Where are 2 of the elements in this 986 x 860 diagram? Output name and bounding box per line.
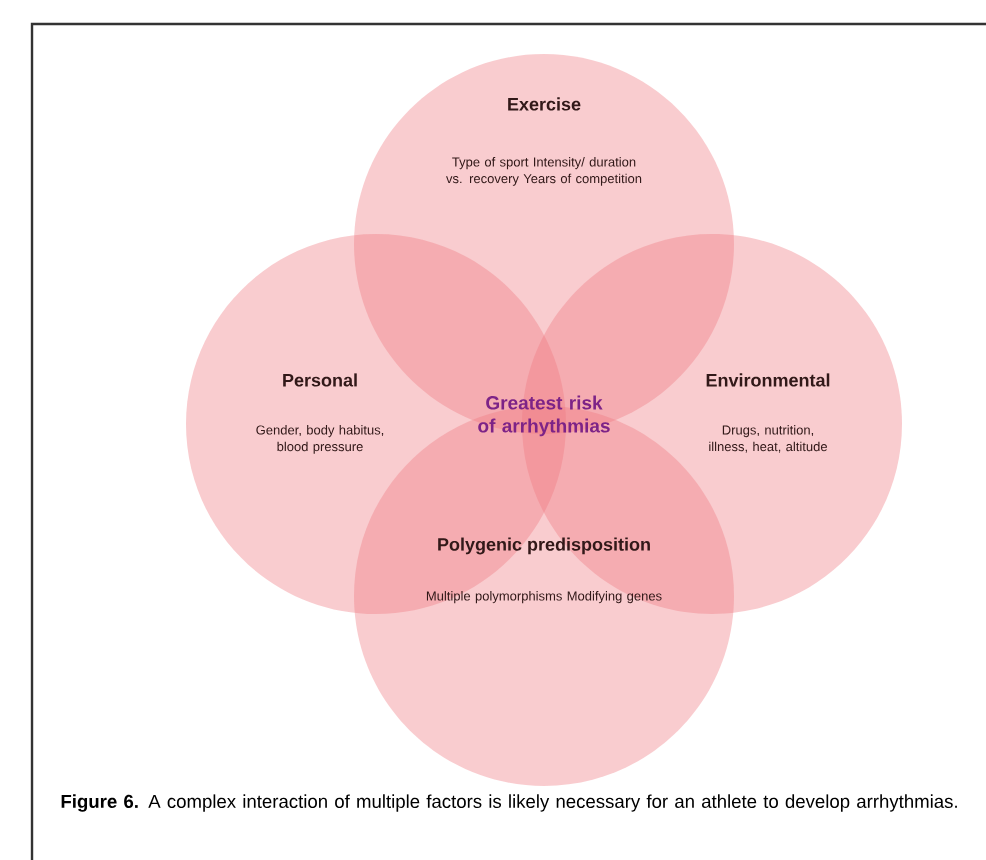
center-label: Greatest risk of arrhythmias: [478, 395, 610, 437]
figure-caption: Figure 6. A complex interaction of multiple factors is likely necessary for an athlete to develop arrhythmias.: [61, 794, 957, 812]
